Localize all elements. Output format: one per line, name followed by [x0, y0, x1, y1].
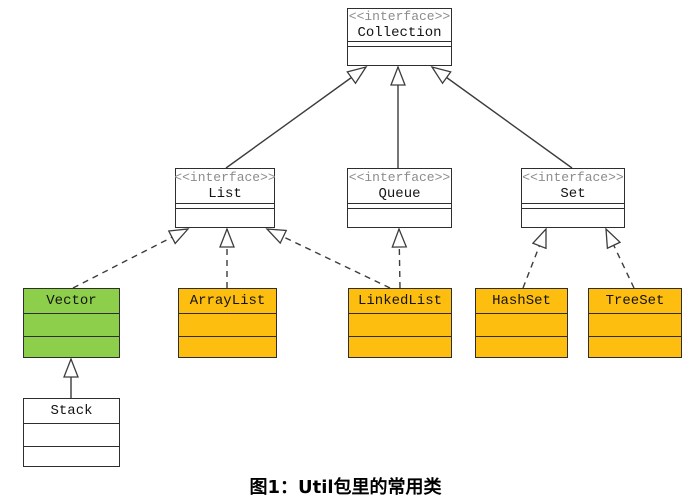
- set-name: Set: [560, 186, 586, 202]
- treeset-title-compartment: TreeSet: [589, 289, 681, 314]
- linkedlist-title-compartment: LinkedList: [349, 289, 451, 314]
- figure-caption: 图1：Util包里的常用类: [249, 477, 442, 498]
- arraylist-attributes-compartment: [179, 314, 276, 337]
- list-name: List: [208, 186, 242, 202]
- hashset-name: HashSet: [492, 293, 551, 309]
- treeset-name: TreeSet: [605, 293, 665, 309]
- arraylist-name: ArrayList: [189, 293, 266, 309]
- stack-class-box: Stack: [23, 398, 120, 467]
- collection-operations-compartment: [348, 47, 451, 65]
- hashset-class-box: HashSet: [475, 288, 568, 358]
- collection-attributes-compartment: [348, 42, 451, 47]
- edge-list-extends-collection: [225, 65, 368, 169]
- edge-linkedlist-implements-list: [265, 228, 391, 289]
- vector-class-box: Vector: [23, 288, 120, 358]
- stack-title-compartment: Stack: [24, 399, 119, 424]
- stack-name: Stack: [50, 403, 93, 419]
- collection-stereotype: <<interface>>: [348, 9, 451, 24]
- treeset-attributes-compartment: [589, 314, 681, 337]
- hashset-title-compartment: HashSet: [476, 289, 567, 314]
- queue-name: Queue: [378, 186, 421, 202]
- set-operations-compartment: [522, 209, 624, 227]
- collection-interface-box: <<interface>> Collection: [347, 8, 452, 66]
- treeset-operations-compartment: [589, 337, 681, 357]
- collection-title-compartment: <<interface>> Collection: [348, 9, 451, 42]
- queue-interface-box: <<interface>> Queue: [347, 168, 452, 228]
- hashset-attributes-compartment: [476, 314, 567, 337]
- list-stereotype: <<interface>>: [174, 170, 276, 185]
- vector-attributes-compartment: [24, 314, 119, 337]
- linkedlist-name: LinkedList: [357, 293, 442, 309]
- queue-stereotype: <<interface>>: [348, 170, 451, 185]
- set-interface-box: <<interface>> Set: [521, 168, 625, 228]
- vector-title-compartment: Vector: [24, 289, 119, 314]
- queue-attributes-compartment: [348, 204, 451, 209]
- arraylist-title-compartment: ArrayList: [179, 289, 276, 314]
- edge-set-extends-collection: [430, 65, 573, 169]
- stack-operations-compartment: [24, 447, 119, 466]
- collection-name: Collection: [357, 25, 442, 41]
- arraylist-class-box: ArrayList: [178, 288, 277, 358]
- set-stereotype: <<interface>>: [522, 170, 624, 185]
- vector-name: Vector: [46, 293, 97, 309]
- set-title-compartment: <<interface>> Set: [522, 169, 624, 204]
- list-interface-box: <<interface>> List: [174, 168, 276, 228]
- treeset-class-box: TreeSet: [588, 288, 682, 358]
- list-attributes-compartment: [176, 204, 274, 209]
- queue-operations-compartment: [348, 209, 451, 227]
- queue-title-compartment: <<interface>> Queue: [348, 169, 451, 204]
- edge-vector-implements-list: [72, 228, 190, 289]
- set-attributes-compartment: [522, 204, 624, 209]
- list-title-compartment: <<interface>> List: [174, 169, 276, 204]
- linkedlist-attributes-compartment: [349, 314, 451, 337]
- arraylist-operations-compartment: [179, 337, 276, 357]
- stack-attributes-compartment: [24, 424, 119, 447]
- linkedlist-operations-compartment: [349, 337, 451, 357]
- list-operations-compartment: [176, 209, 274, 227]
- edge-treeset-implements-set: [605, 227, 635, 289]
- hashset-operations-compartment: [476, 337, 567, 357]
- vector-operations-compartment: [24, 337, 119, 357]
- edge-linkedlist-implements-queue: [391, 227, 408, 289]
- edge-hashset-implements-set: [522, 227, 547, 289]
- linkedlist-class-box: LinkedList: [348, 288, 452, 358]
